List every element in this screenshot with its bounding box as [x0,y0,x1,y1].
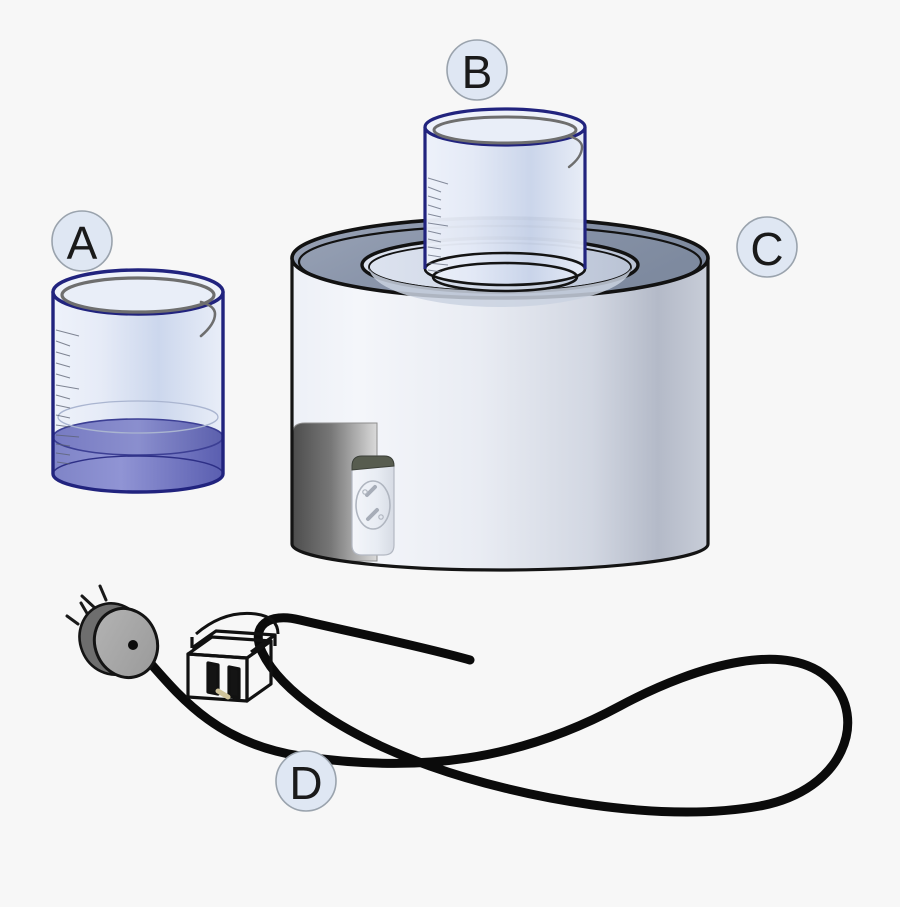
beaker-a-inner-wall-line [57,400,219,434]
label-d-circle [275,750,337,812]
adapter-screw [215,688,231,700]
socket-top-face [351,455,395,471]
socket-hole-2 [378,514,384,520]
socket-outline [355,480,391,530]
label-c: C [736,216,798,278]
beaker-a-spout [199,300,217,338]
beaker-b [423,107,587,293]
beaker-b-glass [425,127,585,285]
beaker-a [51,268,225,494]
label-c-circle [736,216,798,278]
beaker-b-rim-inner [432,115,578,145]
label-b-text: B [462,46,493,98]
label-a-circle [51,210,113,272]
vessel-interior-shade [369,267,631,307]
plug-cord-entry [128,640,138,650]
plug-face [92,607,160,679]
socket-slot-2 [366,508,379,521]
label-b: B [446,39,508,101]
power-socket[interactable] [351,455,395,556]
plug-prong-3 [65,614,80,626]
power-cord [65,584,853,817]
vessel-body [292,258,708,570]
socket-plate [351,455,395,556]
label-c-text: C [750,223,783,275]
vessel-body-outline [290,258,710,572]
label-a-text: A [67,217,98,269]
water-bath-vessel [290,216,710,572]
plug-prong-2 [98,584,108,602]
beaker-a-rim-inner [60,276,216,314]
label-d-text: D [289,757,322,809]
beaker-b-graduations [427,177,449,273]
beaker-a-outline [51,290,225,494]
plug-prong-1 [80,594,98,611]
beaker-b-spout [567,134,584,169]
label-a: A [51,210,113,272]
label-d: D [275,750,337,812]
socket-hole-1 [362,489,368,495]
wireframe-adapter[interactable] [186,611,280,703]
beaker-a-liquid [53,418,223,492]
label-b-circle [446,39,508,101]
cord-path [132,613,853,817]
socket-slot-1 [365,485,377,497]
round-plug[interactable] [65,584,168,687]
beaker-a-graduations [55,329,80,465]
